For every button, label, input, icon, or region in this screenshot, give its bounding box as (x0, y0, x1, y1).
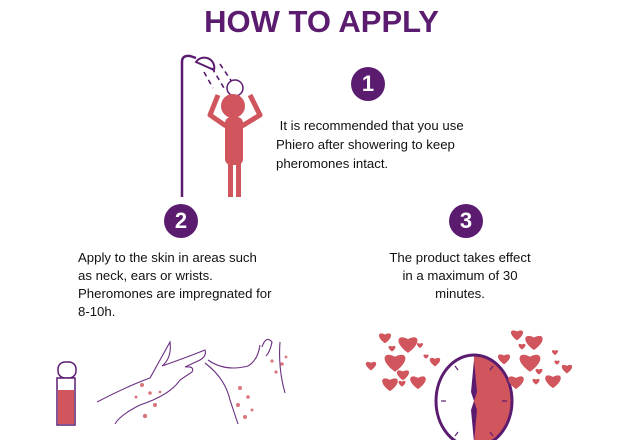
text-line: Apply to the skin in areas such (78, 250, 257, 265)
heart-icon (398, 337, 418, 353)
heart-icon (423, 354, 429, 359)
text-line: 8-10h. (78, 304, 116, 319)
heart-icon (525, 335, 543, 350)
hand-and-neck-icon (96, 338, 286, 425)
text-line: It is recommended that you use (276, 118, 464, 133)
text-line: pheromones intact. (276, 156, 389, 171)
page-title: HOW TO APPLY (204, 4, 439, 39)
text-line: in a maximum of 30 (402, 268, 518, 283)
heart-icon (365, 361, 377, 371)
heart-icon (384, 354, 406, 372)
heart-icon (410, 376, 426, 390)
heart-icon (518, 343, 526, 350)
heart-icon (378, 333, 392, 344)
step-1-badge: 1 (351, 67, 385, 101)
heart-icon (497, 354, 511, 365)
heart-icon (416, 343, 424, 349)
heart-icon (382, 378, 398, 392)
heart-icon (545, 375, 561, 389)
heart-icon (519, 354, 541, 372)
pheromone-dots (134, 355, 288, 419)
heart-icon (561, 364, 573, 374)
text-line: Pheromones are impregnated for (78, 286, 272, 301)
step-2-badge: 2 (164, 204, 198, 238)
text-line: minutes. (435, 286, 485, 301)
heart-icon (388, 345, 396, 352)
step-3-text: The product takes effect in a maximum of… (370, 249, 550, 303)
heart-icon (510, 330, 524, 341)
step-3-badge: 3 (449, 204, 483, 238)
heart-icon (396, 370, 410, 381)
heart-icon (508, 376, 524, 390)
heart-icon (535, 368, 543, 375)
heart-icon (551, 350, 559, 356)
showering-person-icon (207, 79, 263, 197)
heart-icon (554, 360, 560, 365)
clock-icon (434, 353, 514, 440)
heart-icon (532, 378, 540, 385)
step-2-text: Apply to the skin in areas such as neck,… (78, 249, 272, 321)
heart-icon (429, 357, 441, 367)
text-line: as neck, ears or wrists. (78, 268, 213, 283)
text-line: The product takes effect (389, 250, 531, 265)
step-1-text: It is recommended that you use Phiero af… (276, 116, 464, 173)
text-line: Phiero after showering to keep (276, 137, 455, 152)
heart-icon (398, 380, 406, 387)
shower-icon (180, 54, 233, 197)
roll-on-bottle-icon (56, 361, 77, 426)
hearts-decoration (365, 330, 573, 392)
